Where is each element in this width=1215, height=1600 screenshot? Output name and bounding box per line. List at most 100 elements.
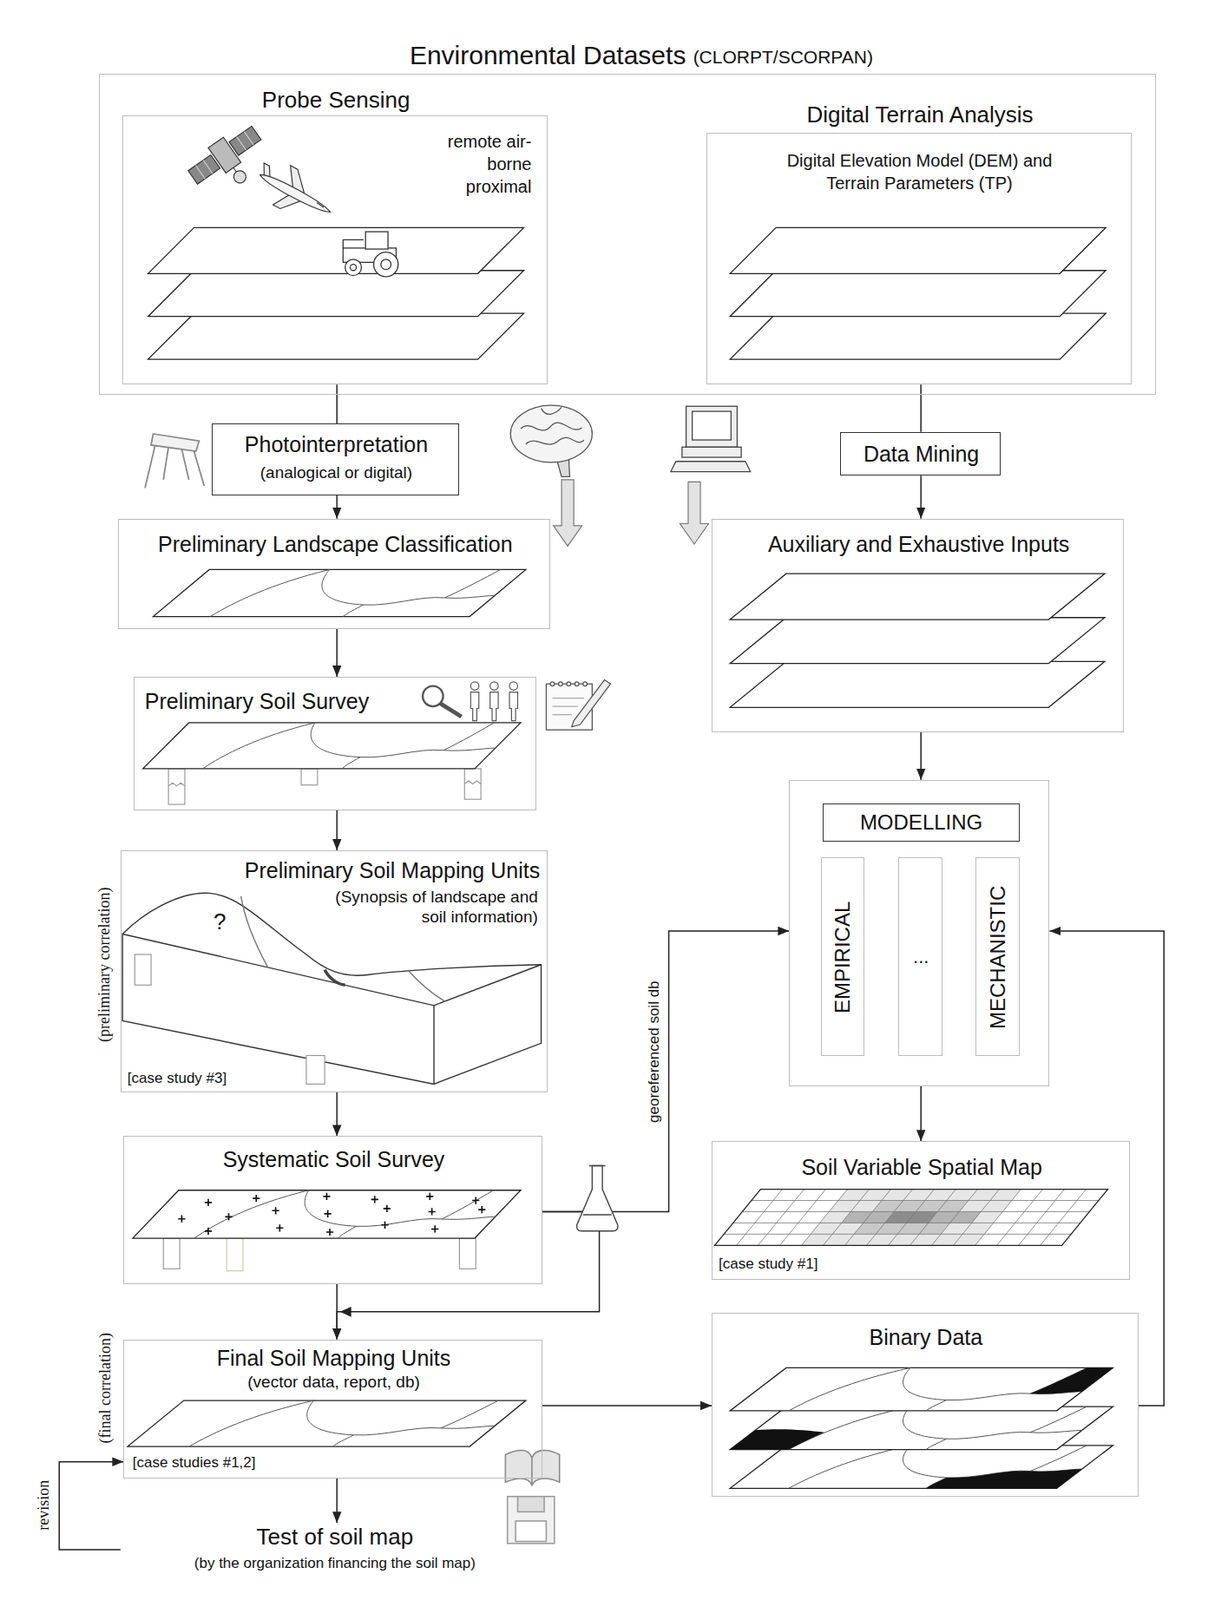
merge-arrowhead [340,1306,352,1318]
floppy-icon [507,1497,555,1544]
node-note: [case studies #1,2] [132,1454,337,1472]
soil-pit [226,1238,243,1272]
floppy-icon [515,1521,546,1543]
landscape-block [433,1005,434,1085]
soil-pit [168,781,481,787]
soil-pit [134,954,152,986]
binary-layer [1030,1367,1114,1394]
flow-arrow [335,1478,338,1524]
side-note: (preliminary correlation) [96,886,116,1042]
node-heading: Preliminary Landscape Classification [118,531,552,558]
sample-cross [204,1228,212,1235]
survey-icon [490,682,499,690]
binary-layer [729,1367,1113,1411]
soil-pit [168,768,481,805]
soil-pit [301,768,318,786]
node-note: (Synopsis of landscape and soil informat… [321,887,538,928]
tractor-icon [350,264,357,271]
sample-cross [383,1205,391,1213]
raster-map [715,1189,1109,1247]
computer-icon [686,406,738,447]
notepad-icon [558,682,564,687]
soil-pit [163,1238,180,1269]
sample-cross [431,1225,439,1233]
binary-layer [729,1445,1113,1489]
sample-cross [177,1193,486,1236]
sensing-layers [148,270,525,317]
book-icon [505,1450,559,1485]
flask-icon [583,1166,612,1215]
sample-cross [224,1213,232,1221]
step-panel: Preliminary Landscape Classification [118,518,551,630]
airplane-icon [257,170,333,217]
node-note: (by the organization financing the soil … [120,1555,550,1573]
sample-cross [177,1215,185,1223]
flow-arrow [335,495,338,519]
soil-pit [163,1238,476,1272]
stereoscope-icon [144,433,204,488]
step-panel: Preliminary Soil Survey [133,676,537,811]
node-heading: Final Soil Mapping Units [124,1345,543,1372]
final-map [127,1400,526,1447]
soil-pit [134,954,325,1084]
terrain-layers [729,227,1106,360]
notepad-icon [545,680,611,731]
node-note: [case study #3] [127,1070,332,1088]
sample-cross [275,1224,283,1232]
step-panel: Preliminary Soil Mapping Units(Synopsis … [120,850,548,1093]
end-step: Test of soil map (by the organization fin… [120,1523,550,1583]
flask-icon [577,1166,618,1232]
survey-icon [470,692,479,722]
sample-cross [272,1207,280,1215]
model-column: ... [898,857,943,1057]
computing-arrow [680,481,710,545]
flow-arrow [919,475,922,519]
flow-arrow [919,384,922,432]
node-heading: Test of soil map [120,1523,550,1551]
brain-icon [520,407,585,445]
node-heading: Systematic Soil Survey [124,1146,543,1173]
sample-cross [252,1195,260,1202]
flow-arrow [542,1405,712,1407]
notepad-icon [574,682,579,687]
satellite-icon [229,125,262,156]
tractor-icon [345,259,362,276]
tractor-icon [380,259,392,270]
survey-icon [509,682,518,690]
survey-map [132,1190,521,1239]
binary-layer [926,1469,1083,1489]
flow-arrow [919,732,922,781]
landscape-block [408,971,446,1002]
brain-icon [510,405,592,463]
flow-arrow [335,384,338,424]
notepad-icon [551,698,584,716]
process-box: Photointerpretation(analogical or digita… [211,423,460,495]
model-column: EMPIRICAL [820,857,866,1057]
flow-arrow [335,629,338,677]
sample-cross [322,1193,330,1201]
sample-cross [428,1208,436,1215]
airplane-icon [249,153,342,230]
flow-arrow [335,810,338,851]
flow-arrow [335,1092,338,1137]
landscape-map [152,569,526,617]
terrain-layers [729,270,1106,317]
node-note: remote air-borne proximal [419,130,532,198]
tractor-icon [374,252,399,277]
binary-layer [729,1406,1113,1450]
satellite-icon [188,155,221,185]
edge-label: georeferenced soil db [645,980,664,1124]
survey-map [143,722,521,769]
input-layers [729,573,1105,708]
airplane-icon [316,203,325,208]
brain-icon [510,405,592,477]
floppy-icon [517,1497,545,1513]
output-panel: Soil Variable Spatial Map[case study #1] [711,1141,1130,1281]
node-heading: MODELLING [822,803,1020,843]
binary-layer [729,1445,1113,1489]
node-heading: Auxiliary and Exhaustive Inputs [712,531,1125,558]
input-layers [729,661,1105,708]
soil-pit [306,1055,325,1084]
